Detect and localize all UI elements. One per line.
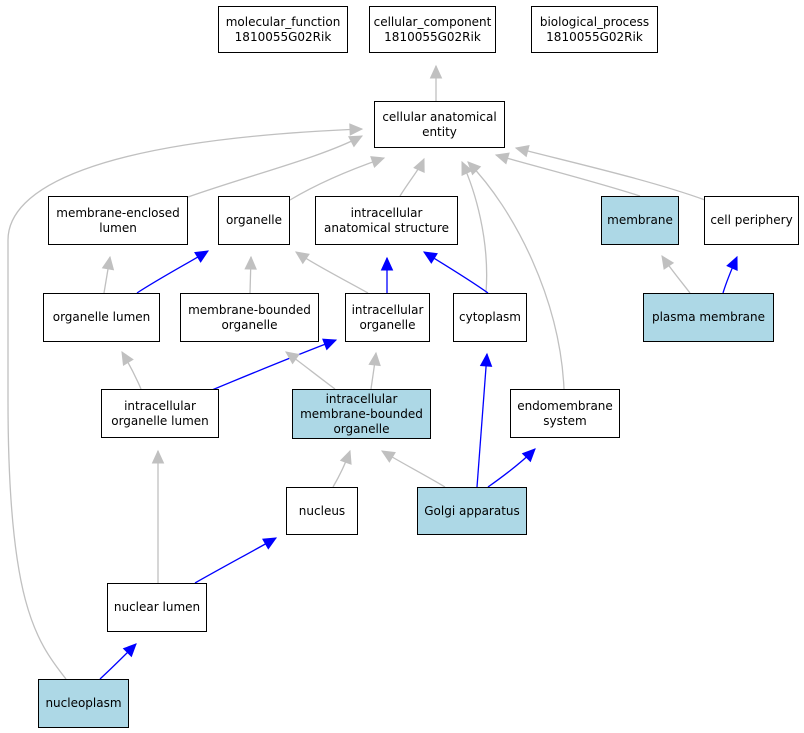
edge-nl-to-nuc-arrowhead	[262, 537, 278, 550]
node-intracellular-organelle-lumen[interactable]: intracellular organelle lumen	[101, 389, 219, 438]
node-nucleoplasm[interactable]: nucleoplasm	[38, 679, 129, 728]
node-organelle-lumen[interactable]: organelle lumen	[43, 293, 160, 342]
node-membrane-enclosed-lumen[interactable]: membrane-enclosed lumen	[48, 196, 188, 245]
node-cellular-anatomical-entity[interactable]: cellular anatomical entity	[374, 101, 505, 148]
node-plasma-membrane[interactable]: plasma membrane	[643, 293, 774, 342]
edge-ol-to-org-arrowhead	[194, 250, 210, 263]
edge-pm-to-mem-arrowhead	[661, 255, 675, 270]
edge-org-to-cae	[289, 157, 385, 201]
edge-iol-to-io	[211, 339, 337, 391]
edge-org-to-cae-arrowhead	[370, 156, 386, 169]
node-intracellular-organelle[interactable]: intracellular organelle	[345, 293, 430, 342]
edge-mem-to-cae-arrowhead	[494, 152, 510, 165]
edge-nl-to-iol-arrowhead	[151, 449, 165, 464]
node-nucleus[interactable]: nucleus	[286, 487, 358, 535]
edge-cyt-to-cae	[461, 161, 488, 294]
edge-mel-to-cae	[187, 135, 363, 198]
edge-ga-to-cyt-arrowhead	[479, 352, 493, 367]
edge-io-to-org-arrowhead	[295, 251, 310, 265]
node-intracellular-anatomical-structure[interactable]: intracellular anatomical structure	[315, 196, 458, 245]
node-intracellular-membrane-bounded-organelle[interactable]: intracellular membrane-bounded organelle	[292, 389, 431, 439]
edge-ga-to-es-arrowhead	[521, 448, 536, 463]
node-organelle[interactable]: organelle	[218, 196, 290, 245]
edge-cae-to-cc-arrowhead	[429, 64, 443, 79]
edge-iol-to-io-arrowhead	[322, 338, 338, 351]
edge-iol-to-ol-arrowhead	[121, 350, 134, 366]
edge-es-to-cae-arrowhead	[467, 161, 482, 176]
edge-mbo-to-org-arrowhead	[244, 255, 257, 270]
node-molecular-function[interactable]: molecular_function 1810055G02Rik	[218, 6, 348, 53]
edge-nuc-to-imbo-arrowhead	[339, 449, 352, 465]
node-nuclear-lumen[interactable]: nuclear lumen	[107, 583, 207, 632]
edge-np-to-nl-arrowhead	[122, 643, 137, 658]
edge-imbo-to-mbo-arrowhead	[285, 351, 300, 365]
edge-nl-to-nuc	[194, 537, 277, 584]
node-membrane-bounded-organelle[interactable]: membrane-bounded organelle	[180, 293, 319, 342]
node-golgi-apparatus[interactable]: Golgi apparatus	[417, 487, 527, 535]
edge-cyt-to-cae-arrowhead	[461, 160, 473, 176]
edge-es-to-cae	[467, 161, 565, 390]
node-membrane[interactable]: membrane	[601, 196, 679, 245]
edge-mel-to-cae-arrowhead	[348, 135, 364, 148]
edge-ga-to-imbo-arrowhead	[380, 450, 396, 463]
edge-np-to-cae	[7, 128, 363, 680]
node-endomembrane-system[interactable]: endomembrane system	[510, 389, 620, 438]
node-cell-periphery[interactable]: cell periphery	[704, 196, 799, 245]
edge-cp-to-cae-arrowhead	[514, 145, 530, 158]
edge-ga-to-cyt	[476, 353, 488, 488]
edge-np-to-cae-arrowhead	[349, 123, 364, 136]
edge-pm-to-cp-arrowhead	[726, 255, 738, 271]
edge-ias-to-cae-arrowhead	[413, 157, 425, 173]
node-cellular-component[interactable]: cellular_component 1810055G02Rik	[369, 6, 496, 53]
edge-cp-to-cae	[515, 147, 706, 201]
edge-cyt-to-ias-arrowhead	[422, 251, 438, 264]
node-biological-process[interactable]: biological_process 1810055G02Rik	[531, 6, 658, 53]
edge-imbo-to-io-arrowhead	[368, 351, 381, 367]
edge-io-to-ias-arrowhead	[380, 256, 394, 271]
edge-mem-to-cae	[495, 154, 641, 197]
edge-ol-to-mel-arrowhead	[101, 255, 115, 271]
node-cytoplasm[interactable]: cytoplasm	[453, 293, 527, 342]
